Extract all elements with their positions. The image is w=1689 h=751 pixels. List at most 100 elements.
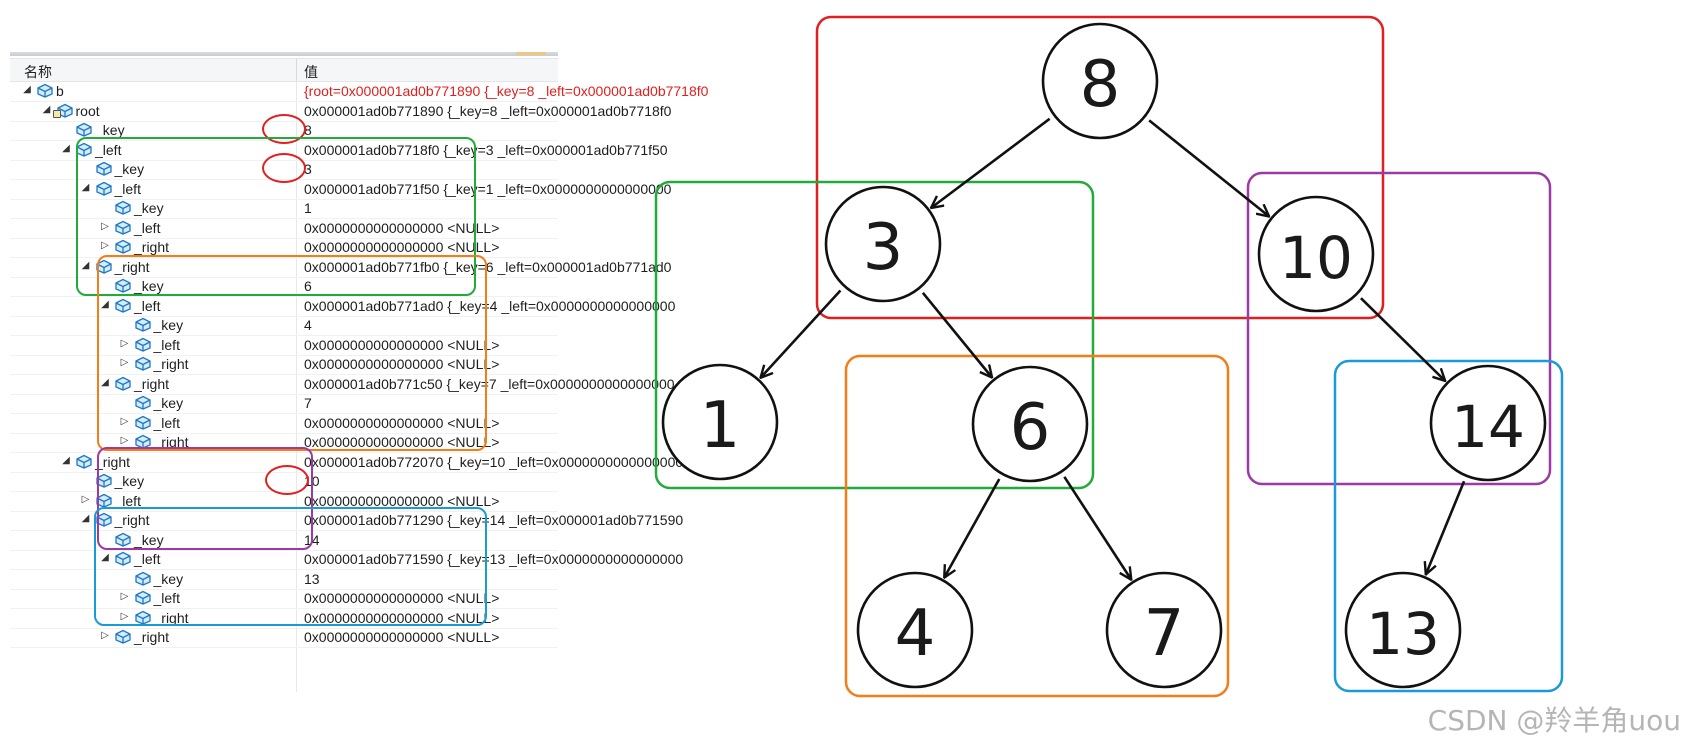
variable-value[interactable]: 8 [304,122,312,138]
watch-row-6-_right[interactable]: ◢ _right 0x000001ad0b771c50 {_key=7 _left=… [10,374,675,395]
variable-value[interactable]: 0x0000000000000000 <NULL> [304,219,500,236]
variable-name: _key [134,200,164,216]
expand-arrow-icon[interactable]: ◢ [42,103,51,115]
variable-value[interactable]: 0x0000000000000000 <NULL> [304,492,500,509]
row-divider [10,296,558,297]
watch-row-6-_left[interactable]: ◢ _left 0x000001ad0b771ad0 {_key=4 _left=0… [10,296,676,317]
collapse-arrow-icon[interactable]: ▷ [120,337,129,349]
variable-value[interactable]: 0x000001ad0b7718f0 {_key=3 _left=0x00000… [304,141,668,158]
watch-row-1-_left[interactable]: ▷ _left 0x0000000000000000 <NULL> [10,218,558,239]
highlight-box-purple [97,447,313,550]
variable-value[interactable]: 0x0000000000000000 <NULL> [304,434,500,450]
variable-value[interactable]: 0x000001ad0b771fb0 {_key=6 _left=0x00000… [304,258,672,275]
variable-value[interactable]: 10 [304,473,320,489]
expand-arrow-icon[interactable]: ◢ [81,259,90,271]
expand-arrow-icon[interactable]: ◢ [101,298,109,310]
variable-value[interactable]: 6 [304,278,312,294]
variable-value[interactable]: 0x000001ad0b771f50 {_key=1 _left=0x00000… [304,180,672,197]
watermark-text: CSDN @羚羊角uou [1427,704,1681,737]
variable-name: _key [134,531,164,548]
expand-arrow-icon[interactable]: ◢ [62,454,70,466]
collapse-arrow-icon[interactable]: ▷ [120,610,129,622]
variable-name: _right [114,258,150,275]
tree-node-1 [661,363,779,481]
variable-value[interactable]: 0x000001ad0b772070 {_key=10 _left=0x0000… [304,453,684,470]
variable-value[interactable]: 0x0000000000000000 <NULL> [304,590,500,606]
variable-value[interactable]: 1 [304,200,312,216]
object-icon [114,200,132,215]
object-icon [114,298,132,313]
watch-row-7-_key[interactable]: _key 7 [10,393,558,414]
column-header-name[interactable]: 名称 [24,64,52,80]
watch-row-13-_key[interactable]: _key 13 [10,569,558,590]
expand-arrow-icon[interactable]: ◢ [23,84,31,95]
collapse-arrow-icon[interactable]: ▷ [120,357,129,368]
row-divider [10,315,558,317]
variable-value[interactable]: 4 [304,317,312,333]
variable-value[interactable]: 0x0000000000000000 <NULL> [304,414,500,431]
watch-row-4-_key[interactable]: _key 4 [10,315,558,336]
watch-row-1-_key[interactable]: _key 1 [10,198,558,219]
expand-arrow-icon[interactable]: ◢ [62,142,70,154]
variable-value[interactable]: 3 [304,161,312,177]
variable-value[interactable]: 0x000001ad0b771ad0 {_key=4 _left=0x00000… [304,297,676,314]
variable-value[interactable]: 0x0000000000000000 <NULL> [304,336,500,353]
expand-arrow-icon[interactable]: ◢ [101,376,109,388]
variable-name: _key [153,570,184,587]
variable-value[interactable]: 7 [304,395,312,411]
object-icon [134,571,152,586]
key-circle-3 [262,153,306,183]
watch-window: 名称 值 ◢b{root=0x000001ad0b771890 {_key=8 … [10,52,709,692]
variable-value[interactable]: 13 [304,570,320,587]
variable-name: _left [134,297,161,314]
expand-arrow-icon[interactable]: ◢ [81,513,90,524]
expand-arrow-icon[interactable]: ◢ [101,552,109,563]
column-divider[interactable] [296,59,297,81]
watch-row-b[interactable]: ◢b{root=0x000001ad0b771890 {_key=8 _left… [10,81,709,102]
collapse-arrow-icon[interactable]: ▷ [120,591,129,602]
variable-name: _key [153,317,184,333]
variable-name: _left [95,141,122,158]
collapse-arrow-icon[interactable]: ▷ [81,493,90,505]
variable-value[interactable]: 0x0000000000000000 <NULL> [304,609,500,626]
variable-name: _left [134,219,161,236]
expand-arrow-icon[interactable]: ◢ [81,181,90,193]
variable-value[interactable]: 0x0000000000000000 <NULL> [304,239,500,255]
row-divider [10,413,558,414]
column-header-value[interactable]: 值 [304,64,318,80]
variable-value[interactable]: 0x000001ad0b771890 {_key=8 _left=0x00000… [304,102,672,119]
collapse-arrow-icon[interactable]: ▷ [101,630,109,641]
variable-value[interactable]: 0x000001ad0b771590 {_key=13 _left=0x0000… [304,551,684,567]
group-box-orange [844,354,1230,698]
variable-value[interactable]: 0x000001ad0b771290 {_key=14 _left=0x0000… [304,512,684,528]
collapse-arrow-icon[interactable]: ▷ [120,435,129,446]
collapse-arrow-icon[interactable]: ▷ [120,415,129,427]
row-divider [10,549,558,551]
variable-value[interactable]: 0x0000000000000000 <NULL> [304,356,500,372]
watch-header: 名称 值 [10,58,558,82]
variable-value[interactable]: {root=0x000001ad0b771890 {_key=8 _left=0… [304,83,709,99]
object-icon [134,317,152,332]
collapse-arrow-icon[interactable]: ▷ [101,220,109,232]
tree-node-3 [824,185,942,303]
collapse-arrow-icon[interactable]: ▷ [101,240,109,251]
variable-name: _key [153,395,184,411]
variable-name: _right [134,375,170,392]
variable-value[interactable]: 0x000001ad0b771c50 {_key=7 _left=0x00000… [304,375,675,392]
variable-value[interactable]: 0x0000000000000000 <NULL> [304,629,500,645]
